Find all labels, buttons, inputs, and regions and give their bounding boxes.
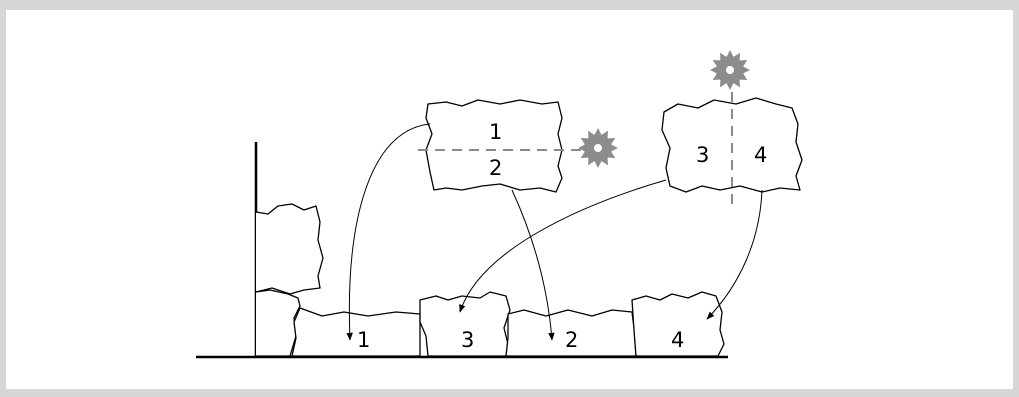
saw-blade-icon xyxy=(578,128,618,168)
label-source-3: 3 xyxy=(696,143,709,167)
label-wall-3: 3 xyxy=(461,328,474,352)
label-source-2: 2 xyxy=(489,156,502,180)
arrow-piece-1 xyxy=(349,124,430,340)
diagram-canvas: 1 2 3 4 1 3 2 4 xyxy=(6,10,1013,389)
label-wall-4: 4 xyxy=(671,328,684,352)
stone-wall-1 xyxy=(292,308,420,356)
label-wall-2: 2 xyxy=(565,328,578,352)
stone-left-lower xyxy=(256,290,300,356)
saw-blade-icon xyxy=(710,50,750,90)
stone-left-upper xyxy=(256,204,323,294)
label-source-1: 1 xyxy=(489,120,502,144)
label-wall-1: 1 xyxy=(357,328,370,352)
label-source-4: 4 xyxy=(754,143,767,167)
